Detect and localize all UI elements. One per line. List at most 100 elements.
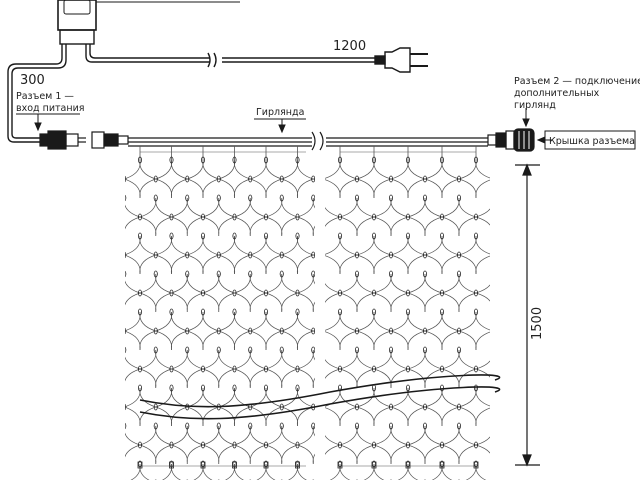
bulb-icon [153,346,158,354]
bulb-icon [216,251,221,259]
bulb-icon [304,385,307,391]
bulb-icon [439,213,444,221]
bulb-icon [491,252,494,258]
bulb-icon [248,194,253,202]
net-mesh-cell [407,311,443,351]
net-mesh-cell [233,311,267,351]
bulb-icon [327,214,330,220]
bulb-icon [137,232,142,240]
bulb-icon [153,194,158,202]
bulb-icon [422,270,427,278]
bulb-icon [371,232,376,240]
net-mesh-cell [125,349,157,389]
bulb-icon [354,403,359,411]
bulb-icon [354,194,359,202]
bulb-icon [185,327,190,335]
bulb-icon [456,346,461,354]
bulb-icon [491,423,494,429]
bulb-icon [232,308,237,316]
bulb-icon [137,289,142,297]
bulb-icon [232,384,237,392]
bulb-icon [311,194,315,202]
bulb-icon [263,384,268,392]
bulb-icon [200,308,205,316]
net-mesh-cell [356,349,392,389]
bulb-icon [456,194,461,202]
bulb-icon [508,214,511,220]
bulb-icon [169,156,174,164]
bulb-icon [456,422,461,430]
net-mesh-cell [339,387,375,427]
bulb-icon [153,175,158,183]
bulb-icon [343,271,346,277]
net-mesh-cell [170,159,204,199]
plug-cable-length-label: 1200 [333,39,366,54]
bulb-icon [263,365,268,373]
net-mesh-cell [475,387,490,427]
bulb-icon [200,289,205,297]
bulb-icon [185,194,190,202]
bulb-icon [295,156,300,164]
bulb-icon [337,213,342,221]
bulb-icon [153,422,158,430]
bulb-icon [107,157,110,163]
bulb-icon [422,194,427,202]
bulb-icon [327,309,330,315]
net-mesh-cell [325,349,358,389]
bulb-icon [216,422,221,430]
bulb-icon [388,194,393,202]
bulb-icon [169,461,174,469]
bulb-icon [371,156,376,164]
bulb-icon [422,327,427,335]
net-mesh-cell [296,463,308,480]
bulb-icon [491,328,494,334]
net-mesh-cell [441,463,477,480]
bulb-icon [279,270,284,278]
bulb-icon [169,213,174,221]
net-mesh-cell [281,349,314,389]
bulb-icon [354,327,359,335]
bulb-icon [473,156,478,164]
bulb-icon [456,175,461,183]
bulb-icon [263,441,268,449]
net-mesh-cell [265,311,299,351]
bulb-icon [473,213,478,221]
connector-2-label-line-2: дополнительных [514,88,600,99]
bulb-icon [279,346,284,354]
net-mesh-cell [281,273,314,313]
bulb-icon [107,309,110,315]
bulb-icon [405,308,410,316]
bulb-icon [405,441,410,449]
bulb-icon [473,232,478,240]
net-mesh-cell [125,387,141,427]
net-mesh-cell [424,425,460,465]
net-mesh-cell [527,274,561,312]
bulb-icon [327,442,330,448]
bulb-icon [125,403,127,411]
bulb-icon [279,422,284,430]
net-mesh-cell [493,198,527,236]
bulb-icon [343,176,346,182]
bulb-icon [279,403,284,411]
bulb-icon [185,346,190,354]
bulb-icon [107,385,110,391]
net-mesh-cell [390,273,426,313]
bulb-icon [248,251,253,259]
bulb-icon [248,327,253,335]
net-mesh-cell [441,235,477,275]
bulb-icon [248,270,253,278]
net-mesh-cell [281,425,314,465]
bulb-icon [200,365,205,373]
bulb-icon [405,213,410,221]
bulb-icon [232,365,237,373]
bulb-icon [311,327,315,335]
bulb-icon [304,309,307,315]
net-mesh-cell [281,197,314,237]
bulb-icon [232,441,237,449]
net-mesh-cell [155,273,188,313]
bulb-icon [185,270,190,278]
bulb-icon [248,175,253,183]
net-mesh-cell [345,350,377,388]
power-input-cable [7,44,67,143]
bulb-icon [473,384,478,392]
